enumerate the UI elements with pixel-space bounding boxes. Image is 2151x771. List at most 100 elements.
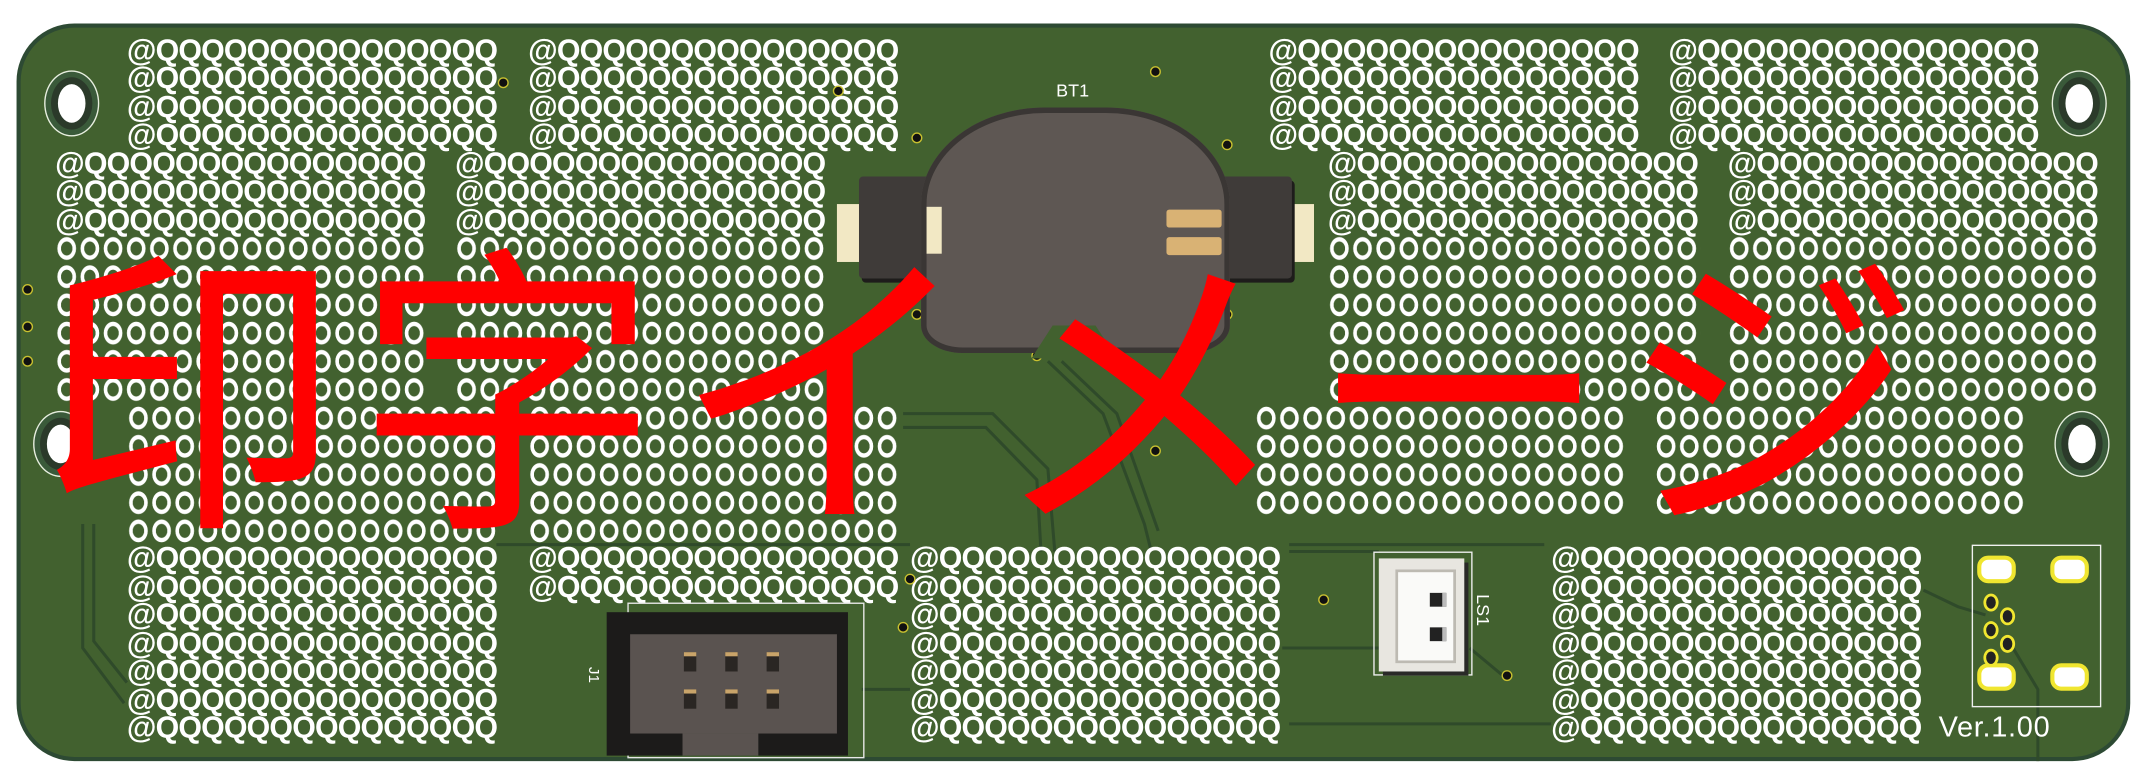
speaker-connector-cavity: [1395, 569, 1457, 664]
hole-row: @QQQQQQQQQQQQQQQ: [1268, 33, 1639, 68]
hole-row: @QQQQQQQQQQQQQQQ: [1268, 89, 1639, 124]
hole-row: @QQQQQQQQQQQQQQQ: [528, 89, 899, 124]
usb-silkscreen: [1971, 544, 2102, 708]
header-label: J1: [585, 666, 602, 683]
hole-row: @QQQQQQQQQQQQQQQ: [1551, 625, 1922, 660]
via: [22, 355, 34, 367]
hole-row: @QQQQQQQQQQQQQQQ: [126, 681, 498, 717]
via: [1149, 445, 1161, 457]
hole-row: @QQQQQQQQQQQQQQQ: [910, 597, 1281, 632]
header-cavity: [630, 634, 837, 734]
hole-row: @QQQQQQQQQQQQQQQ: [910, 653, 1281, 689]
battery-pad-left: [836, 204, 859, 262]
usb-shield-pad: [1977, 663, 2016, 691]
hole-row: @QQQQQQQQQQQQQQQ: [126, 653, 498, 689]
usb-signal-pad: [1983, 621, 1999, 640]
hole-row: @QQQQQQQQQQQQQQQ: [1727, 174, 2099, 209]
hole-row: @QQQQQQQQQQQQQQQ: [1268, 61, 1639, 96]
hole-row: @QQQQQQQQQQQQQQQ: [1551, 710, 1922, 745]
hole-pattern: [1727, 234, 2100, 404]
print-image-overlay-text: 印字イメージ: [38, 223, 1936, 577]
hole-row: @QQQQQQQQQQQQQQQ: [126, 625, 498, 660]
hole-row: @QQQQQQQQQQQQQQQ: [1551, 569, 1922, 604]
battery-pad-right: [1291, 204, 1314, 262]
hole-row: @QQQQQQQQQQQQQQQ: [1668, 89, 2039, 124]
header-pin: [683, 689, 697, 709]
hole-row: @QQQQQQQQQQQQQQQ: [1551, 597, 1922, 632]
via: [1149, 66, 1161, 78]
hole-row: @QQQQQQQQQQQQQQQ: [1268, 117, 1639, 153]
hole-pattern: [55, 234, 428, 404]
hole-pattern: [1254, 403, 1627, 517]
hole-row: @QQQQQQQQQQQQQQQ: [126, 61, 498, 96]
hole-row: @QQQQQQQQQQQQQQQ: [126, 33, 498, 68]
hole-row: @QQQQQQQQQQQQQQQ: [528, 540, 899, 576]
hole-row: @QQQQQQQQQQQQQQQ: [1668, 33, 2039, 68]
via: [22, 321, 34, 333]
hole-row: @QQQQQQQQQQQQQQQ: [528, 33, 899, 68]
hole-row: @QQQQQQQQQQQQQQQ: [910, 569, 1281, 604]
mounting-hole: [39, 417, 82, 471]
hole-row: @QQQQQQQQQQQQQQQ: [1327, 174, 1699, 209]
battery-contact: [1166, 237, 1222, 256]
usb-shield-pad: [2050, 663, 2089, 691]
battery-contact: [1166, 209, 1222, 228]
via: [1318, 594, 1330, 606]
speaker-label: LS1: [1472, 594, 1494, 627]
hole-row: @QQQQQQQQQQQQQQQ: [126, 117, 498, 153]
hole-row: @QQQQQQQQQQQQQQQ: [55, 174, 426, 209]
via: [904, 573, 916, 585]
hole-row: @QQQQQQQQQQQQQQQ: [910, 710, 1281, 745]
header-pin: [766, 652, 780, 672]
hole-row: @QQQQQQQQQQQQQQQ: [126, 710, 498, 745]
speaker-silkscreen: [1373, 551, 1473, 676]
header-key-slot: [682, 733, 759, 756]
hole-pattern: [126, 403, 500, 545]
hole-row: @QQQQQQQQQQQQQQQ: [1551, 653, 1922, 689]
speaker-pin: [1429, 592, 1447, 607]
hole-row: @QQQQQQQQQQQQQQQ: [1327, 202, 1699, 237]
via: [1221, 139, 1233, 151]
usb-signal-pad: [1983, 593, 1999, 612]
via: [911, 132, 923, 144]
mounting-hole: [51, 77, 93, 130]
hole-row: @QQQQQQQQQQQQQQQ: [126, 597, 498, 632]
battery-contact: [926, 206, 942, 254]
usb-shield-pad: [1977, 555, 2016, 584]
hole-row: @QQQQQQQQQQQQQQQ: [455, 202, 826, 237]
mounting-hole: [2058, 77, 2100, 130]
hole-row: @QQQQQQQQQQQQQQQ: [1551, 540, 1922, 576]
header-pin: [766, 689, 780, 709]
usb-signal-pad: [1999, 607, 2016, 626]
hole-row: @QQQQQQQQQQQQQQQ: [1668, 61, 2039, 96]
hole-row: @QQQQQQQQQQQQQQQ: [126, 569, 498, 604]
hole-row: @QQQQQQQQQQQQQQQ: [455, 174, 826, 209]
usb-shield-pad: [2050, 555, 2089, 584]
header-pin: [725, 689, 738, 709]
hole-pattern: [528, 403, 901, 545]
hole-row: @QQQQQQQQQQQQQQQ: [55, 145, 426, 181]
header-pin: [725, 652, 738, 672]
via: [1501, 670, 1513, 682]
version-label: Ver.1.00: [1938, 711, 2051, 744]
hole-row: @QQQQQQQQQQQQQQQ: [1668, 117, 2039, 153]
hole-row: @QQQQQQQQQQQQQQQ: [1551, 681, 1922, 717]
hole-pattern: [1654, 403, 2027, 517]
via: [22, 284, 34, 296]
hole-row: @QQQQQQQQQQQQQQQ: [528, 569, 899, 604]
hole-row: @QQQQQQQQQQQQQQQ: [126, 540, 498, 576]
battery-label: BT1: [1056, 79, 1090, 101]
via: [497, 77, 509, 89]
hole-row: @QQQQQQQQQQQQQQQ: [1727, 145, 2099, 181]
usb-signal-pad: [1983, 648, 1999, 667]
hole-row: @QQQQQQQQQQQQQQQ: [910, 540, 1281, 576]
hole-pattern: [1327, 234, 1701, 404]
hole-row: @QQQQQQQQQQQQQQQ: [1727, 202, 2099, 237]
speaker-pin: [1429, 627, 1447, 642]
hole-row: @QQQQQQQQQQQQQQQ: [528, 117, 899, 153]
via: [897, 621, 909, 633]
mounting-hole: [2061, 417, 2103, 471]
header-pin: [683, 652, 697, 672]
